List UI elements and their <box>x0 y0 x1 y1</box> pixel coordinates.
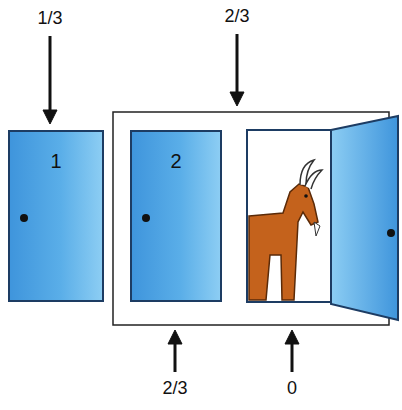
door-knob <box>20 214 28 222</box>
arrow-head <box>43 110 57 124</box>
door-knob <box>387 229 395 237</box>
arrow-head <box>230 92 244 106</box>
probability-label: 2/3 <box>162 378 187 399</box>
door-number: 2 <box>132 150 220 173</box>
probability-label: 1/3 <box>37 8 62 29</box>
goat <box>249 160 322 300</box>
goat-beard <box>314 222 320 236</box>
door-knob <box>142 214 150 222</box>
door: 2 <box>130 130 222 302</box>
arrow-head <box>285 330 299 344</box>
door-number: 1 <box>10 150 102 173</box>
pointer-arrow <box>49 36 52 112</box>
probability-label: 0 <box>287 378 297 399</box>
goat-horn <box>305 170 322 189</box>
pointer-arrow <box>291 342 294 372</box>
goat-body <box>249 184 318 300</box>
goat-eye <box>304 194 308 198</box>
pointer-arrow <box>174 342 177 372</box>
pointer-arrow <box>236 34 239 94</box>
open-door-frame <box>247 130 331 302</box>
door: 1 <box>8 130 104 302</box>
open-door-panel <box>331 116 398 320</box>
probability-label: 2/3 <box>224 6 249 27</box>
arrow-head <box>168 330 182 344</box>
